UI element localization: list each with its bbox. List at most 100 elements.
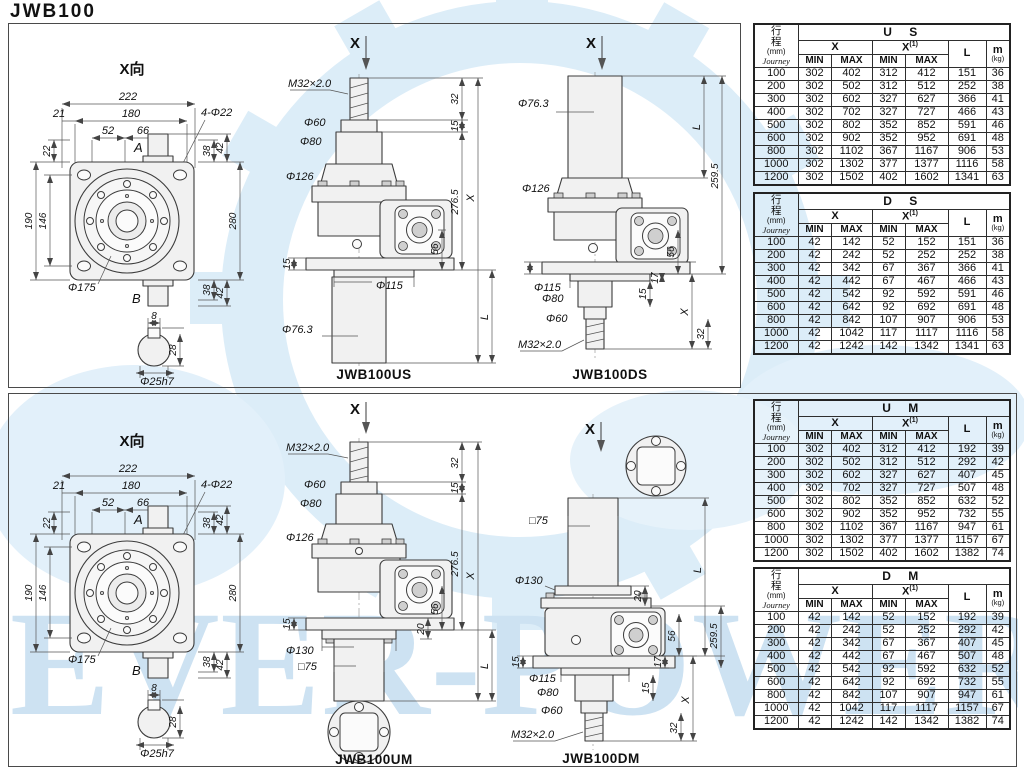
dim-label: M32×2.0	[288, 78, 332, 90]
dim-label: X	[679, 308, 691, 317]
drawing-um: X M32×2.0 Φ60 Φ80 Φ126 Φ130 □75	[282, 401, 496, 766]
dimension-lines	[30, 133, 244, 307]
dim-label: 15	[282, 258, 293, 270]
dim-label: 15	[282, 618, 293, 630]
dim-label: 52	[102, 125, 114, 137]
bottom-section-frame	[8, 393, 1017, 767]
shaft-section-detail	[136, 690, 184, 750]
dim-label: 280	[228, 212, 239, 230]
axis-label: X	[585, 421, 595, 438]
dim-label: 42	[215, 659, 226, 671]
dim-label: Φ115	[534, 282, 562, 294]
dim-label: Φ80	[542, 293, 564, 305]
dimension-lines	[288, 77, 496, 364]
dim-label: 28	[168, 344, 179, 357]
shaft-a-label: A	[133, 140, 143, 155]
dim-label: 38	[202, 656, 213, 668]
drawing-us: X M32×2.0 Φ60 Φ80 Φ126 Φ115 Φ76.3 1	[282, 35, 496, 382]
dim-label: 222	[118, 463, 137, 475]
dim-label: 146	[38, 584, 49, 601]
dim-label: 38	[202, 145, 213, 157]
dimension-lines	[61, 101, 206, 188]
drawing-dm: X □75 Φ130 Φ115 Φ80 Φ60 M32×2.0	[511, 421, 743, 766]
dim-label: 15	[511, 656, 522, 668]
dim-label: 259.5	[710, 163, 721, 189]
dim-label: Φ175	[68, 282, 96, 294]
dim-label: 22	[42, 145, 53, 158]
dim-label: Φ25h7	[140, 748, 175, 760]
dim-label: Φ130	[515, 575, 543, 587]
view-label: X向	[119, 60, 144, 78]
dim-label: 8	[151, 683, 157, 694]
dim-label: 276.5	[450, 189, 461, 215]
dim-label: 56	[430, 243, 441, 255]
shaft-a-label: A	[133, 512, 143, 527]
dim-label: 32	[696, 328, 707, 340]
dim-label: X	[465, 194, 477, 203]
dim-label: 28	[168, 716, 179, 729]
drawing-xview-bottom: X向 222 180 21 52 66 4-Φ22 A B Φ175	[24, 432, 244, 760]
dim-label: 66	[137, 497, 150, 509]
journey-header: 行程(mm)Journey	[753, 192, 799, 238]
dim-label: 56	[430, 603, 441, 615]
dim-label: M32×2.0	[518, 339, 562, 351]
dim-label: 20	[633, 590, 644, 603]
dim-label: 42	[215, 287, 226, 299]
dim-label: 15	[638, 288, 649, 300]
dim-label: X	[465, 572, 477, 581]
dim-label: Φ60	[541, 705, 563, 717]
journey-header: 行程(mm)Journey	[753, 23, 799, 69]
dim-label: L	[479, 663, 491, 669]
top-section-frame	[8, 23, 741, 388]
dim-label: 66	[137, 125, 150, 137]
journey-header: 行程(mm)Journey	[753, 399, 799, 445]
dimension-lines	[524, 75, 726, 350]
dimension-lines	[30, 505, 244, 679]
screw-jack-body	[305, 77, 455, 364]
dim-label: 190	[24, 584, 35, 601]
dim-label: Φ130	[286, 645, 314, 657]
screw-jack-body	[305, 441, 455, 764]
dim-label: 42	[215, 142, 226, 154]
dim-label: X	[680, 696, 692, 705]
dim-label: 52	[102, 497, 114, 509]
drawing-caption: JWB100DM	[562, 751, 640, 766]
dim-label: Φ80	[537, 687, 559, 699]
dim-label: Φ25h7	[140, 376, 175, 388]
dim-label: □75	[298, 661, 318, 673]
dim-label: 56	[666, 246, 677, 258]
dim-label: □75	[529, 515, 549, 527]
